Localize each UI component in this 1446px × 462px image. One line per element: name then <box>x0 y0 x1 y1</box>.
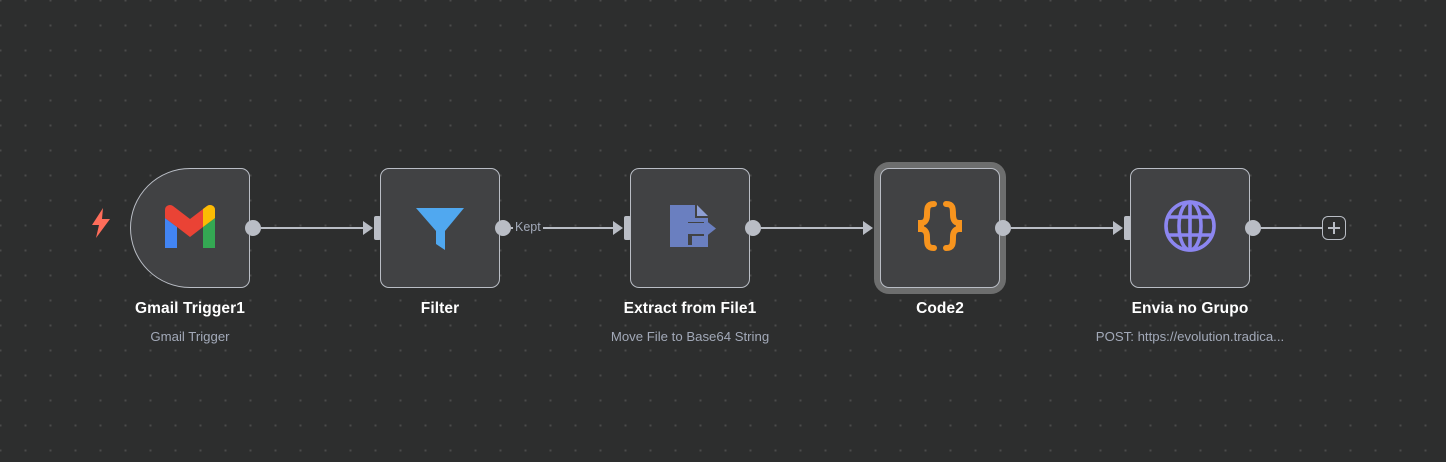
input-port-extract[interactable] <box>624 216 631 240</box>
node-gmail-trigger[interactable] <box>130 168 250 288</box>
connection-filter-to-extract[interactable] <box>511 227 613 230</box>
node-title-code: Code2 <box>916 300 964 317</box>
node-subtitle-envia-no-grupo: POST: https://evolution.tradica... <box>1095 329 1285 344</box>
output-port-code[interactable] <box>995 220 1011 236</box>
globe-icon <box>1161 197 1219 260</box>
connection-label-kept: Kept <box>513 220 543 234</box>
curly-braces-icon <box>912 198 968 259</box>
gmail-icon <box>161 204 219 253</box>
node-title-filter: Filter <box>420 300 460 317</box>
lightning-bolt-icon <box>90 208 112 243</box>
output-port-extract[interactable] <box>745 220 761 236</box>
input-arrow-extract <box>613 221 623 235</box>
input-arrow-filter <box>363 221 373 235</box>
connection-envia-to-add[interactable] <box>1261 227 1323 230</box>
connection-gmail-to-filter[interactable] <box>261 227 363 230</box>
node-subtitle-extract-from-file: Move File to Base64 String <box>610 329 770 344</box>
node-title-envia-no-grupo: Envia no Grupo <box>1131 300 1249 317</box>
input-port-filter[interactable] <box>374 216 381 240</box>
node-extract-from-file[interactable] <box>630 168 750 288</box>
add-node-button[interactable] <box>1322 216 1346 240</box>
input-arrow-code <box>863 221 873 235</box>
file-export-icon <box>662 198 718 259</box>
connection-code-to-envia[interactable] <box>1011 227 1113 230</box>
node-subtitle-gmail-trigger: Gmail Trigger <box>150 329 230 344</box>
output-port-envia[interactable] <box>1245 220 1261 236</box>
input-port-envia[interactable] <box>1124 216 1131 240</box>
node-envia-no-grupo[interactable] <box>1130 168 1250 288</box>
node-title-extract-from-file: Extract from File1 <box>623 300 757 317</box>
funnel-icon <box>411 197 469 260</box>
output-port-filter[interactable] <box>495 220 511 236</box>
node-title-gmail-trigger: Gmail Trigger1 <box>135 300 245 317</box>
connection-extract-to-code[interactable] <box>761 227 863 230</box>
output-port-gmail-trigger[interactable] <box>245 220 261 236</box>
node-code[interactable] <box>880 168 1000 288</box>
node-filter[interactable] <box>380 168 500 288</box>
input-arrow-envia <box>1113 221 1123 235</box>
input-port-code[interactable] <box>874 216 881 240</box>
